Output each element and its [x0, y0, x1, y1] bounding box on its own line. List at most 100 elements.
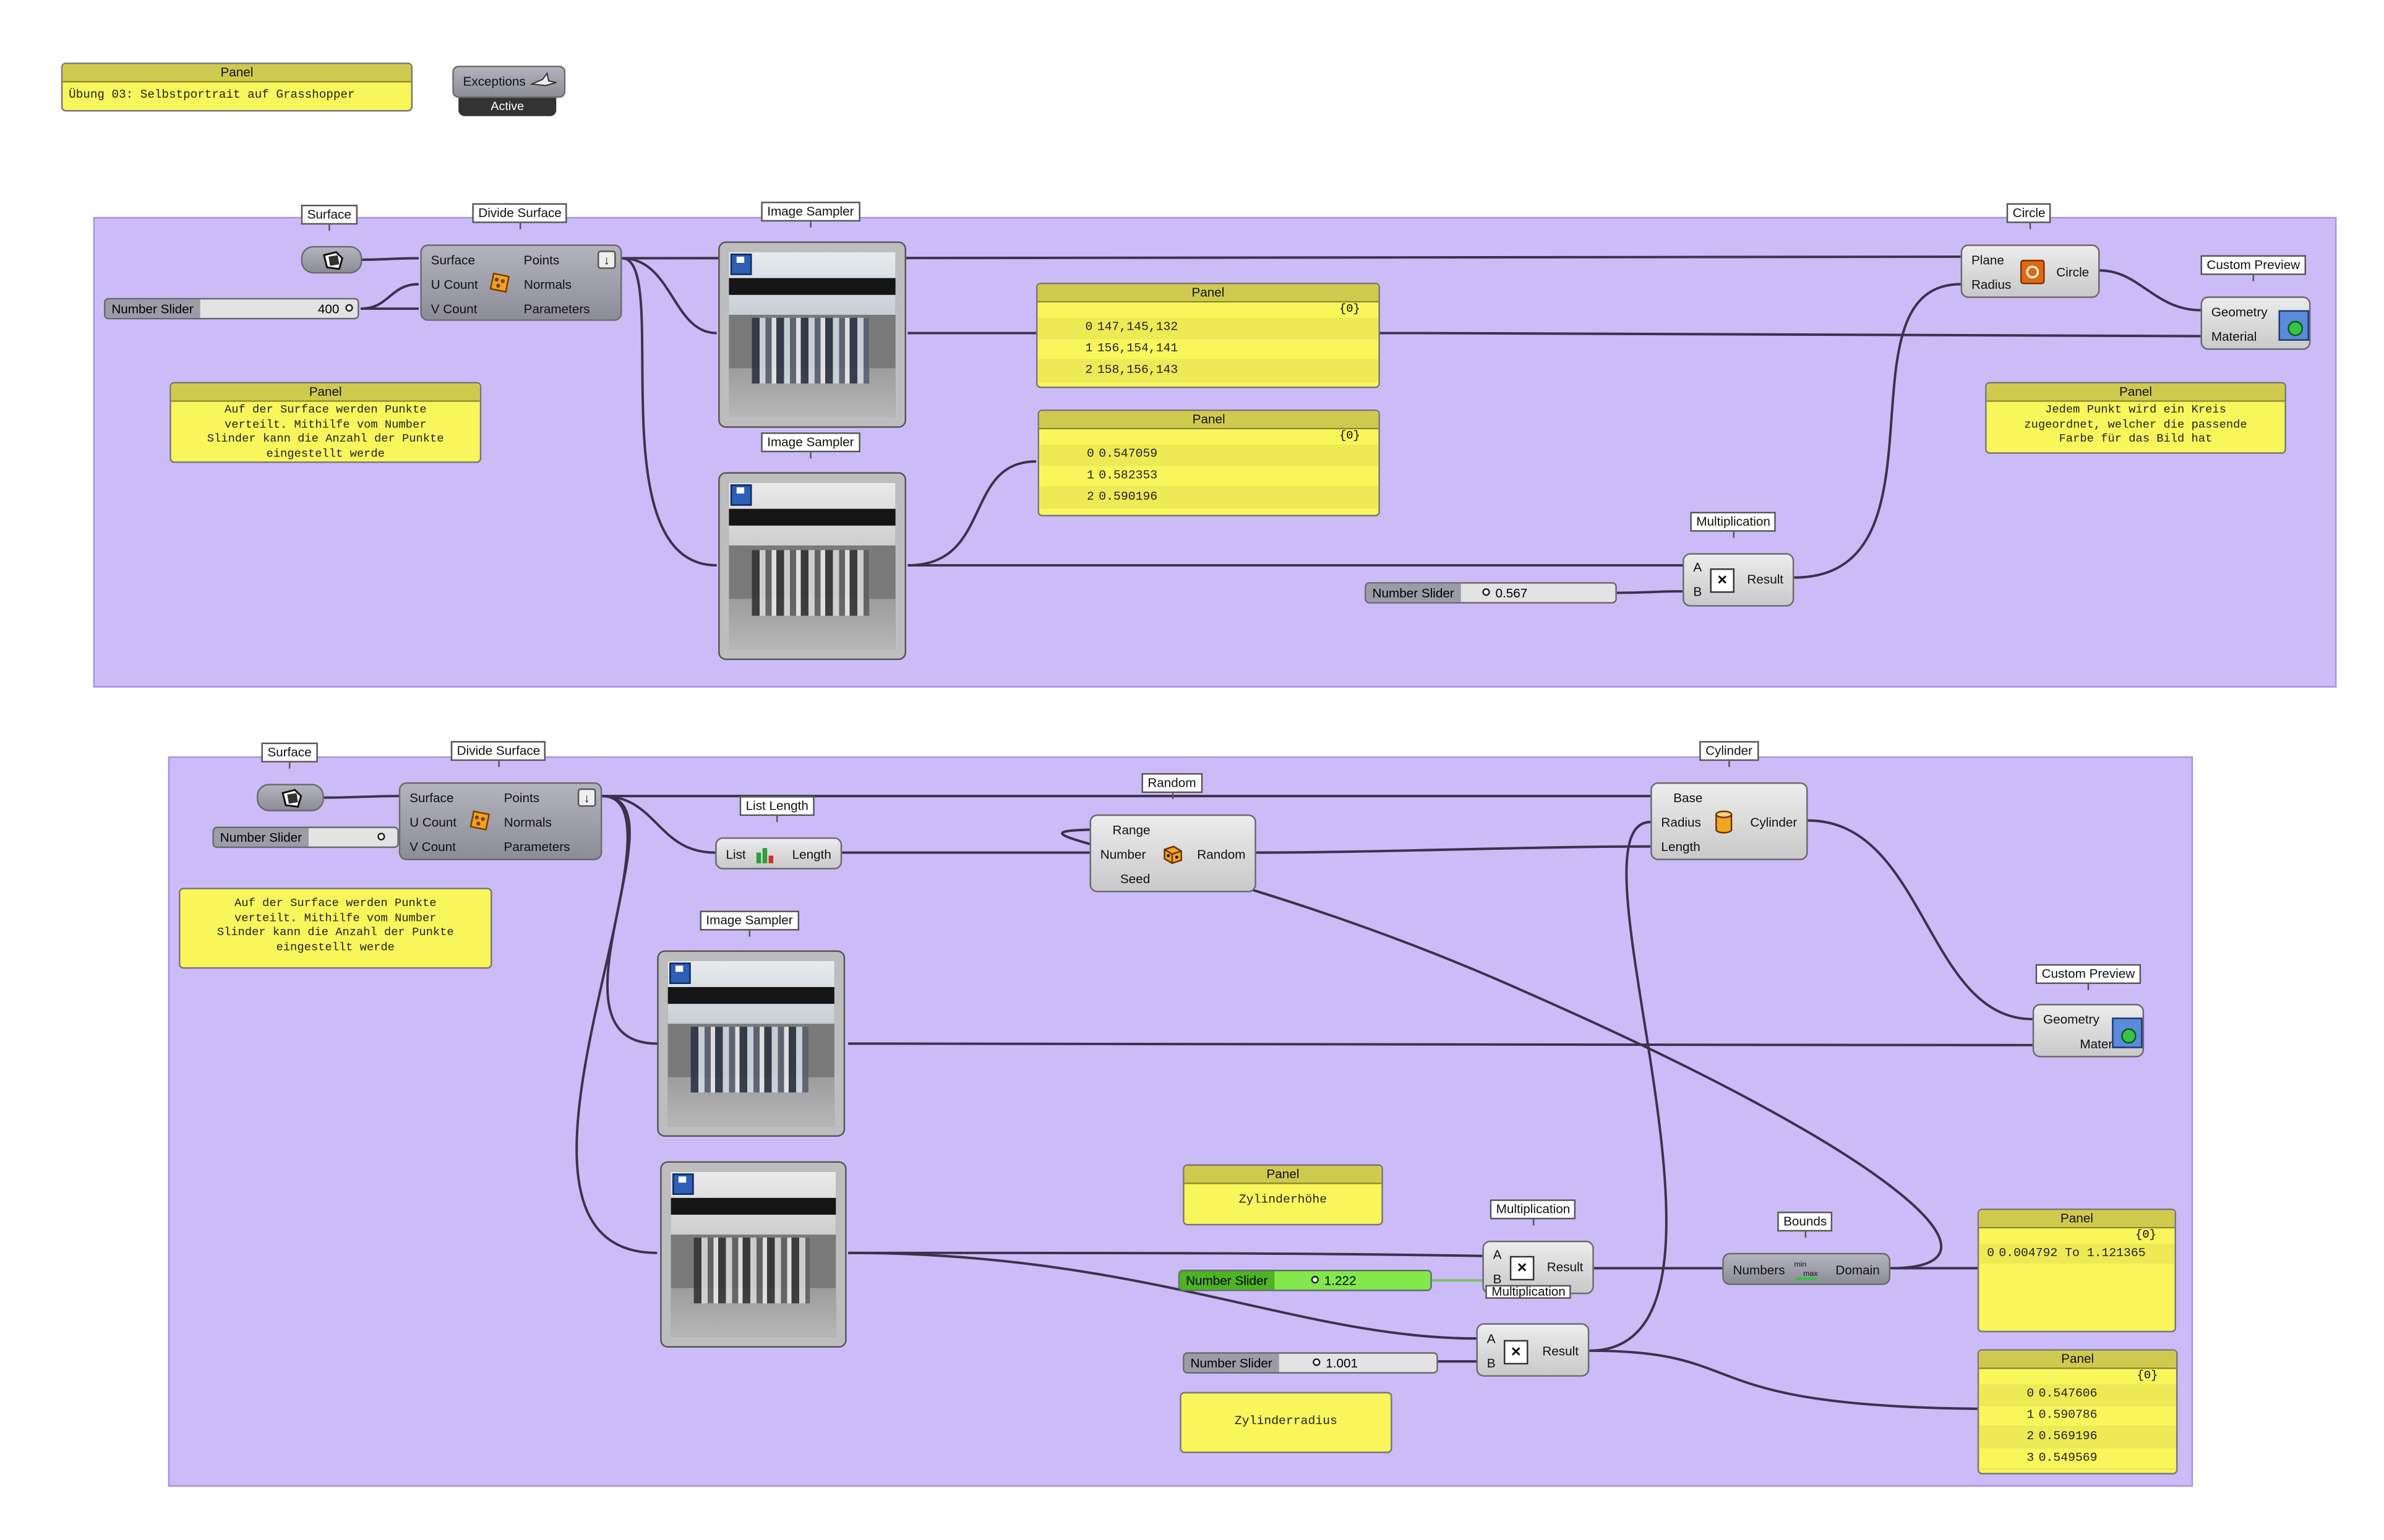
input-base[interactable]: Base [1673, 790, 1703, 805]
number-slider-radius[interactable]: Number Slider 0.567 [1365, 582, 1617, 604]
number-slider-count[interactable]: Number Slider [212, 826, 399, 849]
custom-preview-component[interactable]: Geometry Material [2032, 1004, 2145, 1058]
image-sampler-1[interactable] [718, 241, 907, 428]
note-panel-lower[interactable]: Auf der Surface werden Punkte verteilt. … [179, 888, 492, 969]
input-list[interactable]: List [726, 846, 746, 862]
domain-panel[interactable]: Panel {0} 0 0.004792 To 1.121365 [1977, 1208, 2176, 1333]
input-b[interactable]: B [1486, 1355, 1496, 1371]
surface-param[interactable] [257, 784, 324, 811]
note-panel-right[interactable]: Panel Jedem Punkt wird ein Kreis zugeord… [1985, 382, 2286, 454]
input-surface[interactable]: Surface [409, 790, 454, 805]
slider-knob[interactable] [1310, 1275, 1318, 1284]
exceptions-component[interactable]: Exceptions [452, 66, 566, 98]
number-slider-radius[interactable]: Number Slider 1.001 [1183, 1352, 1438, 1374]
input-radius[interactable]: Radius [1661, 814, 1701, 830]
input-v-count[interactable]: V Count [431, 301, 478, 317]
note-panel-upper[interactable]: Panel Auf der Surface werden Punkte vert… [169, 382, 482, 463]
input-b[interactable]: B [1493, 1271, 1502, 1287]
output-length[interactable]: Length [792, 846, 831, 862]
output-cylinder[interactable]: Cylinder [1750, 814, 1798, 830]
input-material[interactable]: Material [2211, 328, 2257, 344]
panel-path: {0} [1339, 304, 1360, 317]
flatten-arrow-icon[interactable]: ↓ [577, 788, 596, 807]
input-a[interactable]: A [1493, 1246, 1502, 1262]
image-sampler-2[interactable] [718, 472, 907, 661]
output-result[interactable]: Result [1546, 1259, 1584, 1275]
input-u-count[interactable]: U Count [431, 276, 478, 292]
input-range[interactable]: Range [1112, 822, 1151, 837]
input-geometry[interactable]: Geometry [2211, 304, 2268, 320]
circle-component[interactable]: Plane Radius Circle [1960, 244, 2100, 298]
multiply-icon: × [1509, 1256, 1535, 1281]
save-icon[interactable] [730, 484, 752, 506]
cylinder-component[interactable]: Base Radius Length Cylinder [1650, 782, 1808, 860]
multiplication-component[interactable]: A B × Result [1683, 553, 1794, 607]
save-icon[interactable] [672, 1173, 694, 1195]
image-sampler-3[interactable] [657, 950, 846, 1137]
random-component[interactable]: Range Number Seed Random [1089, 814, 1256, 892]
output-parameters[interactable]: Parameters [504, 839, 570, 855]
slider-label: Number Slider [1180, 1271, 1274, 1290]
input-a[interactable]: A [1693, 559, 1702, 575]
output-random[interactable]: Random [1197, 846, 1246, 862]
row-index: 0 [1085, 320, 1093, 335]
image-sampler-4[interactable] [660, 1161, 847, 1348]
custom-preview-component[interactable]: Geometry Material [2200, 296, 2311, 350]
surface-param[interactable] [301, 246, 362, 274]
output-domain[interactable]: Domain [1835, 1262, 1880, 1278]
divide-surface-component[interactable]: Surface U Count V Count Points Normals P… [420, 244, 622, 321]
output-normals[interactable]: Normals [523, 276, 572, 292]
height-panel[interactable]: Panel Zylinderhöhe [1183, 1164, 1383, 1226]
output-points[interactable]: Points [523, 252, 560, 268]
title-panel[interactable]: Panel Übung 03: Selbstportrait auf Grass… [61, 62, 413, 112]
input-surface[interactable]: Surface [431, 252, 476, 268]
radius-panel[interactable]: Zylinderradius [1180, 1392, 1392, 1453]
number-slider-height[interactable]: Number Slider 1.222 [1178, 1269, 1432, 1291]
input-radius[interactable]: Radius [1971, 276, 2012, 292]
output-result[interactable]: Result [1542, 1343, 1579, 1359]
output-result[interactable]: Result [1747, 571, 1784, 587]
slider-knob[interactable] [1481, 588, 1490, 596]
row-value: 0.590196 [1099, 490, 1158, 505]
input-b[interactable]: B [1693, 583, 1702, 599]
input-a[interactable]: A [1486, 1330, 1496, 1346]
svg-text:max: max [1803, 1269, 1818, 1278]
slider-track[interactable]: 0.567 [1460, 583, 1616, 602]
input-u-count[interactable]: U Count [409, 814, 457, 830]
input-seed[interactable]: Seed [1120, 871, 1151, 886]
multiplication-component[interactable]: A B × Result [1476, 1323, 1590, 1377]
divide-surface-component[interactable]: Surface U Count V Count Points Normals P… [398, 782, 602, 860]
surface-icon [321, 250, 346, 270]
input-length[interactable]: Length [1661, 839, 1700, 855]
slider-track[interactable] [307, 828, 398, 847]
list-length-component[interactable]: List Length [715, 837, 843, 870]
slider-knob[interactable] [377, 832, 385, 841]
output-parameters[interactable]: Parameters [523, 301, 590, 317]
sampled-photo-grayscale [729, 482, 896, 649]
divide-surface-tag: Divide Surface [450, 741, 547, 768]
input-v-count[interactable]: V Count [409, 839, 456, 855]
save-icon[interactable] [669, 962, 691, 985]
panel-header: Panel [62, 64, 411, 83]
slider-track[interactable]: 1.001 [1278, 1353, 1437, 1372]
number-slider-count[interactable]: Number Slider 400 [103, 297, 359, 320]
output-points[interactable]: Points [504, 790, 540, 805]
input-number[interactable]: Number [1100, 846, 1146, 862]
slider-track[interactable]: 1.222 [1274, 1271, 1431, 1290]
output-normals[interactable]: Normals [504, 814, 552, 830]
flatten-arrow-icon[interactable]: ↓ [597, 250, 616, 269]
slider-track[interactable]: 400 [199, 299, 358, 318]
slider-knob[interactable] [345, 304, 353, 312]
input-plane[interactable]: Plane [1971, 252, 2004, 268]
output-circle[interactable]: Circle [2056, 264, 2090, 280]
input-geometry[interactable]: Geometry [2043, 1011, 2099, 1027]
slider-knob[interactable] [1312, 1358, 1320, 1366]
input-numbers[interactable]: Numbers [1733, 1262, 1785, 1278]
save-icon[interactable] [730, 254, 752, 275]
